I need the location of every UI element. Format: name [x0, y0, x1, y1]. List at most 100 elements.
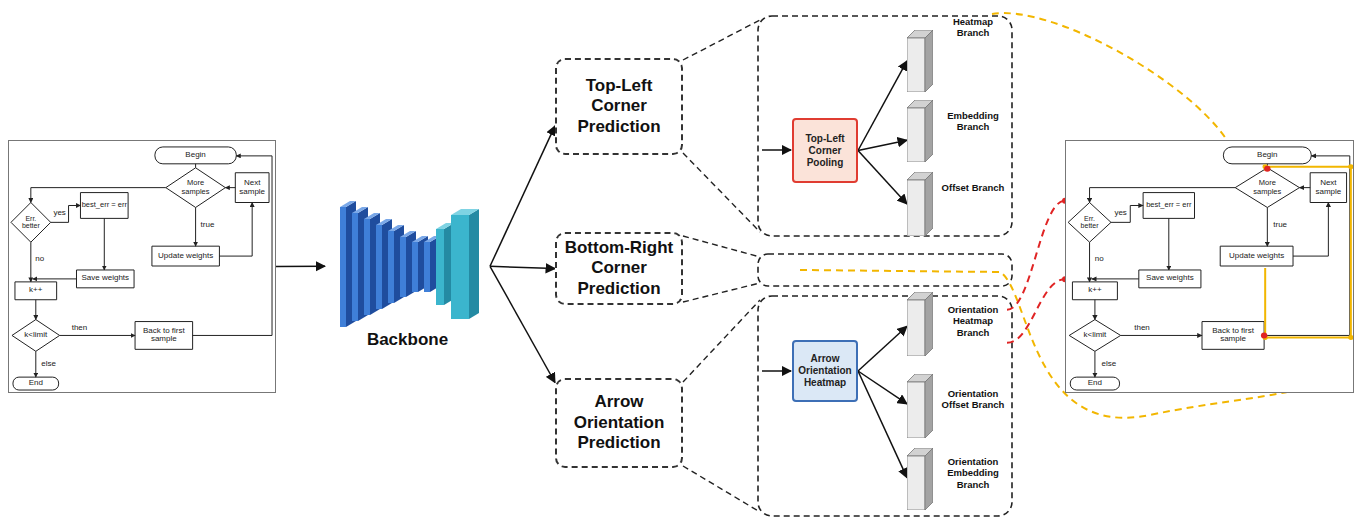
- flow-arrow: [858, 61, 907, 151]
- flowchart-text: no: [1093, 254, 1106, 264]
- flow-arrow: [51, 205, 81, 222]
- flowchart-text: yes: [1113, 208, 1128, 218]
- flow-arrow: [30, 242, 31, 282]
- flow-arrow: [1267, 207, 1268, 246]
- feature-map-slab: [907, 30, 933, 92]
- branch-label: Orientation Heatmap Branch: [941, 304, 1005, 338]
- slab-side: [925, 374, 933, 438]
- input-arrow: [762, 149, 791, 151]
- branch-output: Orientation Offset Branch: [907, 372, 1007, 440]
- flowchart-text: k<limit: [20, 329, 52, 341]
- terminal-shape: [1070, 377, 1119, 390]
- leader-line: [683, 20, 760, 60]
- layer-front: [388, 231, 394, 303]
- layer-side: [469, 209, 479, 319]
- branch-label: Offset Branch: [941, 182, 1005, 193]
- flow-arrow: [104, 218, 105, 270]
- leader-line: [683, 236, 760, 257]
- flow-arrow: [1090, 188, 1236, 203]
- branch-output: Orientation Embedding Branch: [907, 446, 1007, 512]
- leader-line: [683, 283, 760, 302]
- flow-arrow: [35, 351, 36, 377]
- decision-diamond: [166, 168, 226, 208]
- leader-line: [683, 300, 760, 382]
- flow-arrow: [858, 151, 907, 205]
- branch-label: Orientation Offset Branch: [941, 388, 1005, 411]
- backbone-network: Backbone: [325, 195, 490, 350]
- slab-front: [907, 456, 925, 510]
- layer-top: [364, 213, 380, 219]
- layer-front: [364, 219, 370, 315]
- flow-arrow: [1121, 335, 1202, 336]
- layer-front: [424, 242, 430, 292]
- flow-arrow: [1111, 205, 1143, 222]
- layer-top: [400, 231, 416, 237]
- feature-map-slab: [907, 448, 933, 510]
- red-keypoint-dot: [1264, 166, 1270, 172]
- layer-front: [412, 242, 418, 292]
- flow-arrow: [1299, 187, 1310, 188]
- branch-label: Heatmap Branch: [941, 16, 1005, 39]
- flowchart-text: Save weights: [1139, 270, 1201, 288]
- flow-arrow: [195, 164, 196, 168]
- leader-line: [683, 153, 760, 232]
- flowchart-text: no: [34, 254, 46, 264]
- process-box: [152, 246, 219, 266]
- flowchart-text: else: [1099, 359, 1118, 369]
- flowchart-image: BeginMore samplesNext sampleErr. bettery…: [1065, 140, 1354, 393]
- detail-box: [758, 296, 1012, 516]
- flowchart-text: Err. better: [1075, 214, 1105, 230]
- flow-arrow: [276, 266, 325, 268]
- feature-map-slab: [907, 100, 933, 162]
- flowchart-text: then: [1130, 324, 1154, 334]
- feature-map-slab: [907, 172, 933, 236]
- flowchart-text: Back to first sample: [1202, 322, 1264, 350]
- decision-diamond: [12, 320, 60, 352]
- flowchart-text: More samples: [1246, 178, 1289, 198]
- branch-label: Orientation Embedding Branch: [941, 456, 1005, 490]
- flowchart-text: else: [40, 359, 58, 369]
- process-box: [1202, 322, 1264, 350]
- process-box: [15, 282, 57, 300]
- dashed-correspondence-line: [1007, 201, 1065, 310]
- slab-side: [925, 172, 933, 236]
- process-box: [80, 193, 128, 219]
- dashed-correspondence-line: [992, 13, 1227, 140]
- flowchart-text: k<limit: [1078, 329, 1112, 341]
- layer-front: [451, 215, 469, 319]
- flowchart-text: Save weights: [76, 270, 134, 288]
- process-box: [235, 173, 269, 203]
- red-keypoint-dot: [1261, 332, 1267, 338]
- slab-front: [907, 180, 925, 236]
- decision-diamond: [1068, 203, 1111, 243]
- process-box: [1310, 173, 1346, 203]
- flow-arrow: [858, 140, 907, 150]
- pooling-box: Top-Left Corner Pooling: [792, 118, 858, 183]
- flowchart-text: End: [13, 377, 59, 390]
- detail-box: [758, 16, 1012, 236]
- terminal-shape: [13, 377, 59, 390]
- flowchart-illustration: [9, 141, 275, 392]
- flow-arrow: [60, 335, 135, 336]
- box-text: Top-Left Corner Pooling: [796, 133, 854, 169]
- flowchart-text: Next sample: [1310, 173, 1346, 203]
- feature-map-slab: [907, 292, 933, 356]
- slab-side: [925, 448, 933, 510]
- flowchart-text: Err. better: [17, 214, 45, 230]
- slab-side: [925, 30, 933, 92]
- layer-front: [436, 229, 444, 305]
- branch-output: Offset Branch: [907, 170, 1007, 238]
- process-box: [1139, 270, 1201, 288]
- box-text: Arrow Orientation Heatmap: [796, 353, 854, 389]
- terminal-shape: [155, 147, 236, 164]
- flowchart-text: best_err = err: [1143, 193, 1194, 219]
- layer-front: [352, 213, 358, 321]
- orange-corner-dot: [1348, 164, 1353, 169]
- slab-side: [925, 100, 933, 162]
- process-box: [1220, 246, 1293, 266]
- slab-front: [907, 108, 925, 162]
- flow-arrow: [1264, 156, 1350, 336]
- layer-front: [376, 225, 382, 309]
- box-text: Arrow Orientation Prediction: [563, 392, 675, 453]
- process-box: [1143, 193, 1194, 219]
